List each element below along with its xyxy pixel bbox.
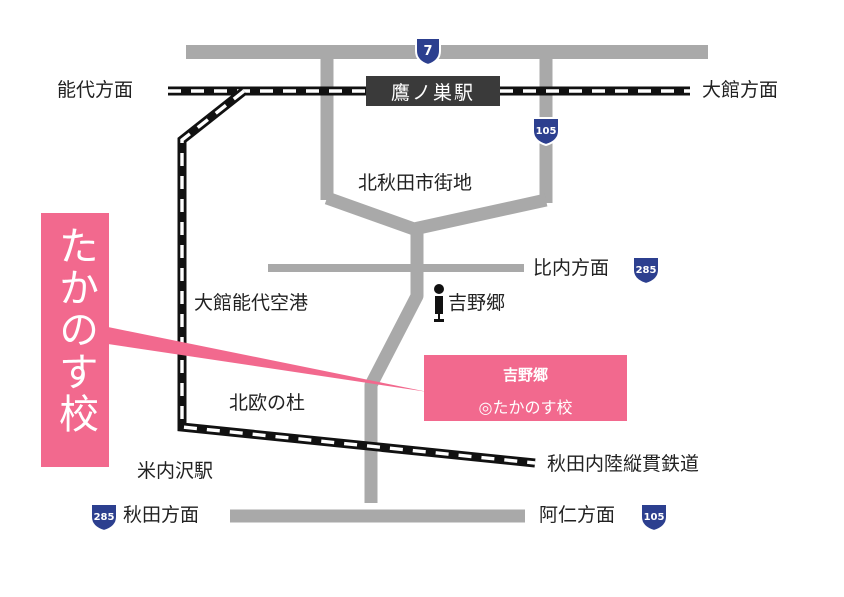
roads bbox=[186, 45, 708, 523]
route-7-shield-icon: 7 bbox=[415, 37, 441, 67]
railways bbox=[168, 86, 690, 468]
bus-stop-icon bbox=[434, 284, 444, 322]
route-105-top-number: 105 bbox=[536, 126, 557, 137]
road-downtown-loop bbox=[324, 191, 548, 236]
kitaou-forest-label: 北欧の杜 bbox=[229, 392, 306, 414]
yonaizawa-station-label: 米内沢駅 bbox=[137, 460, 214, 482]
kitaakita-downtown-label: 北秋田市街地 bbox=[358, 172, 473, 194]
odate-direction-label: 大館方面 bbox=[702, 79, 779, 101]
route-285-right-shield-icon: 285 bbox=[632, 256, 660, 286]
hinai-direction-label: 比内方面 bbox=[533, 257, 610, 279]
airport-label: 大館能代空港 bbox=[194, 292, 309, 314]
takanosu-station-label: 鷹ノ巣駅 bbox=[390, 81, 475, 104]
nairiku-railway-label: 秋田内陸縦貫鉄道 bbox=[547, 453, 700, 475]
route-105-bottom-shield-icon: 105 bbox=[640, 503, 668, 533]
route-105-bottom-number: 105 bbox=[644, 512, 665, 523]
route-285-right-number: 285 bbox=[636, 265, 657, 276]
railway-nairiku bbox=[177, 87, 536, 468]
callout-school-name: ◎たかのす校 bbox=[478, 398, 573, 417]
noshiro-direction-label: 能代方面 bbox=[57, 79, 134, 101]
banner-pointer bbox=[108, 327, 428, 392]
route-7-number: 7 bbox=[423, 44, 432, 59]
school-name-vertical-text: たかのす校 bbox=[52, 225, 98, 435]
route-285-bottom-number: 285 bbox=[94, 512, 115, 523]
yoshinogo-label: 吉野郷 bbox=[448, 292, 506, 314]
callout-area-name: 吉野郷 bbox=[502, 366, 548, 384]
takanosu-station-box: 鷹ノ巣駅 bbox=[366, 76, 500, 106]
akita-direction-label: 秋田方面 bbox=[123, 504, 200, 526]
ani-direction-label: 阿仁方面 bbox=[539, 504, 616, 526]
school-name-banner: たかのす校 bbox=[41, 213, 109, 467]
route-105-shield-icon: 105 bbox=[532, 117, 560, 147]
route-285-bottom-shield-icon: 285 bbox=[90, 503, 118, 533]
school-location-callout: 吉野郷 ◎たかのす校 bbox=[424, 355, 627, 421]
